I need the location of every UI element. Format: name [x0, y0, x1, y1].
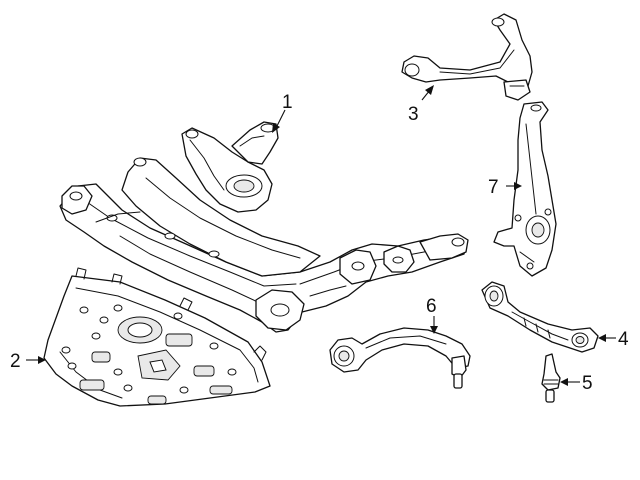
arrow-4	[598, 334, 606, 342]
callout-3: 3	[408, 104, 419, 125]
arrow-2	[38, 356, 46, 364]
arrow-7	[514, 182, 522, 190]
arrow-5	[560, 378, 568, 386]
arrow-1	[272, 123, 280, 133]
leader-lines	[26, 85, 616, 386]
lower-rear-control-arm	[481, 281, 599, 353]
callout-1: 1	[282, 92, 293, 113]
callout-7: 7	[488, 177, 499, 198]
ball-joint	[541, 353, 561, 403]
callout-4: 4	[618, 329, 629, 350]
callout-6: 6	[426, 296, 437, 317]
upper-control-arm	[401, 13, 533, 101]
steering-knuckle	[493, 101, 557, 277]
arrow-6	[430, 326, 438, 334]
callout-labels: 1 2 3 4 5 6 7	[10, 92, 629, 394]
leader-1	[275, 109, 286, 129]
callout-5: 5	[582, 373, 593, 394]
lower-front-control-arm	[329, 327, 471, 389]
splash-shield	[43, 267, 271, 407]
arrow-3	[425, 85, 434, 95]
crossmember	[59, 121, 469, 333]
callout-2: 2	[10, 351, 21, 372]
